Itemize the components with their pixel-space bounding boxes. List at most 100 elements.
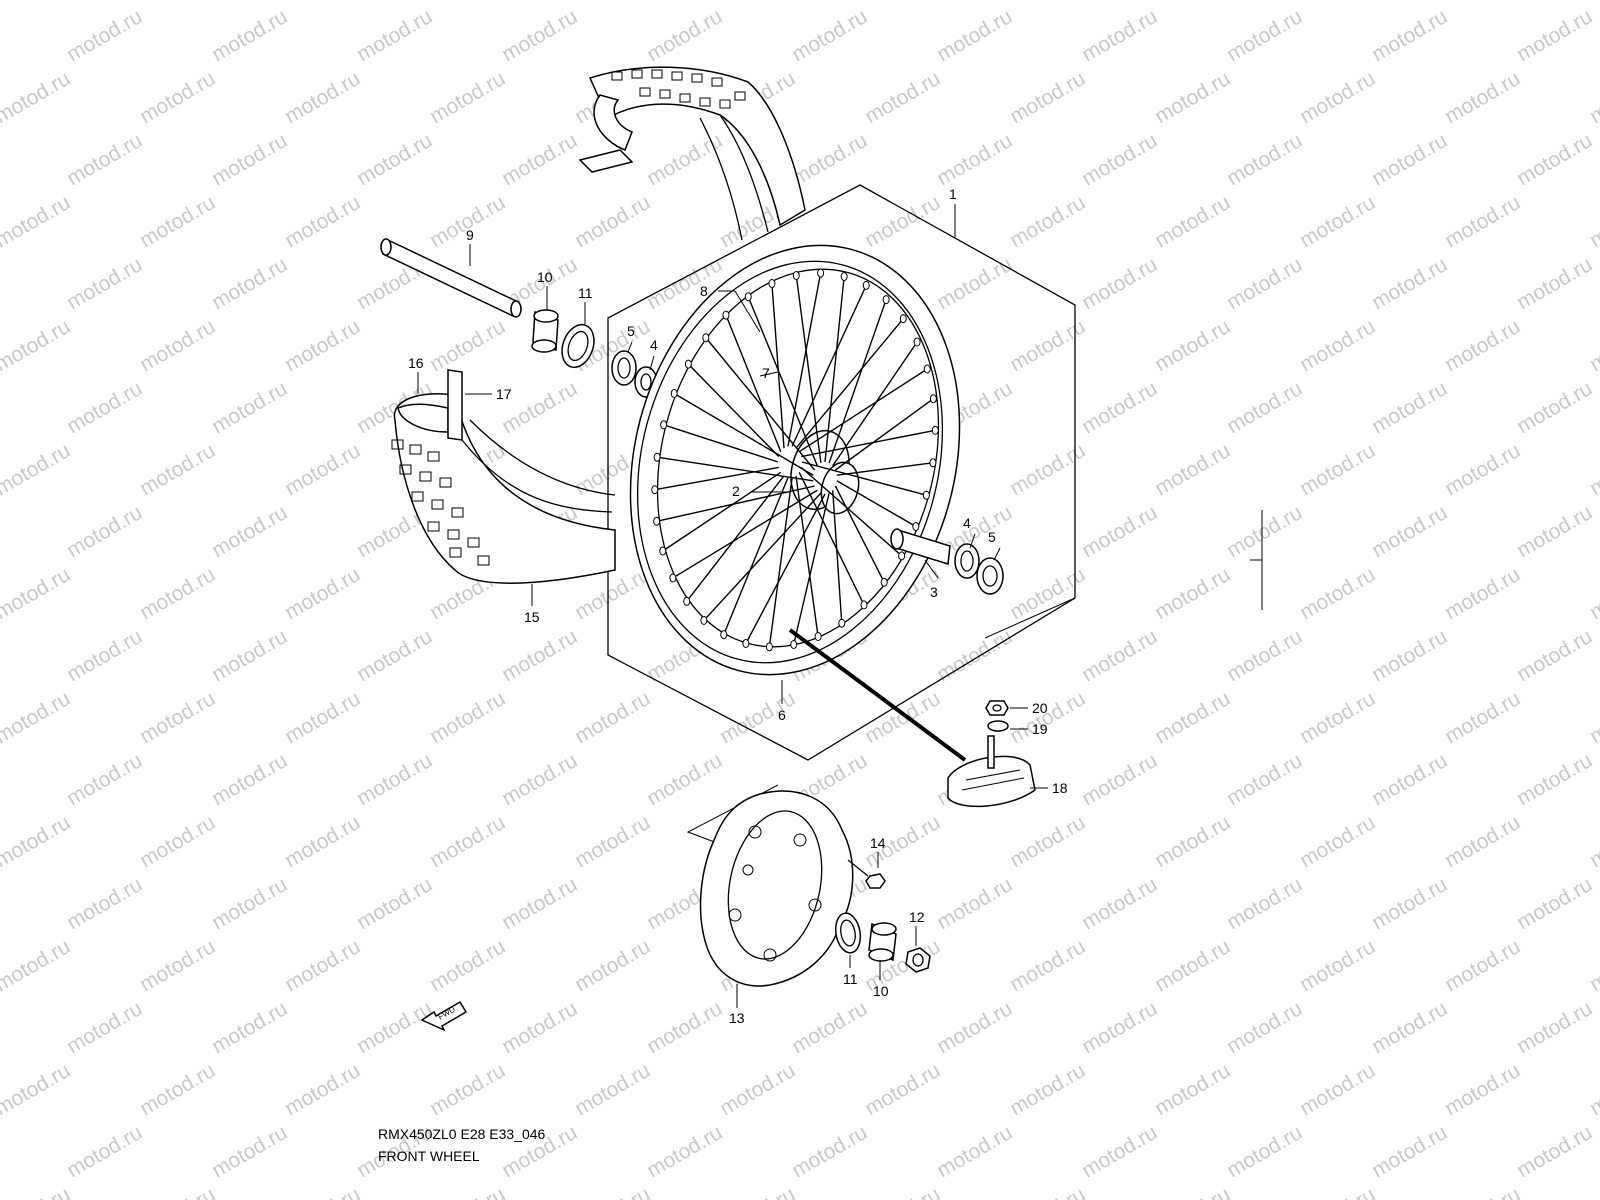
- watermark-text: motod.ru: [1368, 501, 1451, 562]
- callout-11-top: 11: [578, 285, 593, 301]
- spoke-nipple: [899, 314, 907, 324]
- watermark-text: motod.ru: [0, 687, 74, 748]
- callout-1: 1: [949, 186, 957, 202]
- watermark-text: motod.ru: [1151, 191, 1234, 252]
- spoke: [771, 283, 785, 449]
- spoke: [832, 341, 918, 467]
- watermark-text: motod.ru: [1078, 873, 1161, 934]
- watermark-text: motod.ru: [1296, 935, 1379, 996]
- watermark-text: motod.ru: [0, 997, 1, 1058]
- watermark-text: motod.ru: [1368, 997, 1451, 1058]
- watermark-text: motod.ru: [0, 501, 1, 562]
- spoke: [800, 466, 903, 557]
- spoke: [768, 477, 793, 647]
- watermark-text: motod.ru: [426, 811, 509, 872]
- watermark-text: motod.ru: [1513, 873, 1596, 934]
- watermark-text: motod.ru: [1078, 625, 1161, 686]
- watermark-text: motod.ru: [1296, 563, 1379, 624]
- spoke: [801, 461, 927, 496]
- spoke-nipple: [660, 420, 668, 430]
- watermark-text: motod.ru: [63, 997, 146, 1058]
- watermark-text: motod.ru: [571, 1183, 654, 1200]
- watermark-text: motod.ru: [1296, 67, 1379, 128]
- front-axle: [380, 238, 522, 318]
- watermark-text: motod.ru: [208, 5, 291, 66]
- watermark-text: motod.ru: [1441, 811, 1524, 872]
- spoke-nipple: [860, 600, 868, 610]
- watermark-text: motod.ru: [1223, 873, 1306, 934]
- watermark-text: motod.ru: [281, 67, 364, 128]
- watermark-text: motod.ru: [933, 129, 1016, 190]
- callout-14: 14: [870, 835, 886, 851]
- watermark-text: motod.ru: [933, 1121, 1016, 1182]
- watermark-text: motod.ru: [63, 129, 146, 190]
- watermark-text: motod.ru: [1513, 749, 1596, 810]
- spoke: [795, 318, 904, 449]
- spoke: [703, 492, 822, 621]
- watermark-text: motod.ru: [208, 873, 291, 934]
- watermark-text: motod.ru: [1006, 439, 1089, 500]
- watermark-text: motod.ru: [1368, 625, 1451, 686]
- watermark-text: motod.ru: [1441, 315, 1524, 376]
- watermark-text: motod.ru: [571, 811, 654, 872]
- watermark-text: motod.ru: [1151, 0, 1234, 4]
- watermark-text: motod.ru: [933, 253, 1016, 314]
- watermark-text: motod.ru: [1296, 811, 1379, 872]
- watermark-text: motod.ru: [498, 129, 581, 190]
- watermark-text: motod.ru: [1368, 5, 1451, 66]
- watermark-text: motod.ru: [1513, 377, 1596, 438]
- spoke-nipple: [653, 516, 661, 526]
- watermark-text: motod.ru: [281, 315, 364, 376]
- watermark-text: motod.ru: [1513, 625, 1596, 686]
- watermark-text: motod.ru: [1151, 439, 1234, 500]
- watermark-text: motod.ru: [0, 67, 74, 128]
- watermark-text: motod.ru: [1151, 687, 1234, 748]
- watermark-text: motod.ru: [1441, 687, 1524, 748]
- callout-labels: 1 2 3 4 4 5 5 6 7 8 9 10 10 11 11 12 13 …: [408, 186, 1068, 1026]
- watermark-text: motod.ru: [208, 253, 291, 314]
- callout-11-bottom: 11: [843, 971, 858, 987]
- watermark-text: motod.ru: [1296, 687, 1379, 748]
- watermark-text: motod.ru: [1078, 1121, 1161, 1182]
- watermark-text: motod.ru: [1223, 253, 1306, 314]
- spoke-nipple: [862, 280, 870, 290]
- callout-3: 3: [930, 584, 938, 600]
- watermark-text: motod.ru: [0, 625, 1, 686]
- watermark-text: motod.ru: [0, 439, 74, 500]
- spoke-nipple: [931, 425, 939, 435]
- callout-4-right: 4: [963, 515, 971, 531]
- watermark-text: motod.ru: [1006, 315, 1089, 376]
- watermark-text: motod.ru: [1151, 1183, 1234, 1200]
- callout-7: 7: [762, 365, 770, 381]
- watermark-text: motod.ru: [0, 935, 74, 996]
- watermark-text: motod.ru: [353, 625, 436, 686]
- watermark-text: motod.ru: [498, 749, 581, 810]
- spoke-nipple: [880, 577, 888, 587]
- watermark-text: motod.ru: [63, 1121, 146, 1182]
- watermark-text: motod.ru: [788, 997, 871, 1058]
- watermark-text: motod.ru: [1006, 935, 1089, 996]
- watermark-text: motod.ru: [208, 625, 291, 686]
- watermark-text: motod.ru: [861, 1059, 944, 1120]
- spoke-nipple: [923, 364, 931, 374]
- spoke: [673, 392, 814, 476]
- watermark-text: motod.ru: [1513, 501, 1596, 562]
- watermark-text: motod.ru: [716, 1183, 799, 1200]
- watermark-text: motod.ru: [208, 1121, 291, 1182]
- spoke-nipple: [700, 615, 708, 625]
- callout-9: 9: [466, 227, 474, 243]
- watermark-text: motod.ru: [1006, 687, 1089, 748]
- watermark-text: motod.ru: [571, 1059, 654, 1120]
- watermark-text: motod.ru: [353, 5, 436, 66]
- watermark-text: motod.ru: [1441, 191, 1524, 252]
- watermark-text: motod.ru: [1441, 0, 1524, 4]
- watermark-text: motod.ru: [1586, 67, 1600, 128]
- watermark-text: motod.ru: [1078, 749, 1161, 810]
- spoke: [662, 471, 782, 552]
- spoke-nipple: [912, 522, 920, 532]
- spoke: [723, 477, 789, 635]
- spoke-nipple: [659, 546, 667, 556]
- spoke: [747, 296, 818, 467]
- watermark-text: motod.ru: [498, 625, 581, 686]
